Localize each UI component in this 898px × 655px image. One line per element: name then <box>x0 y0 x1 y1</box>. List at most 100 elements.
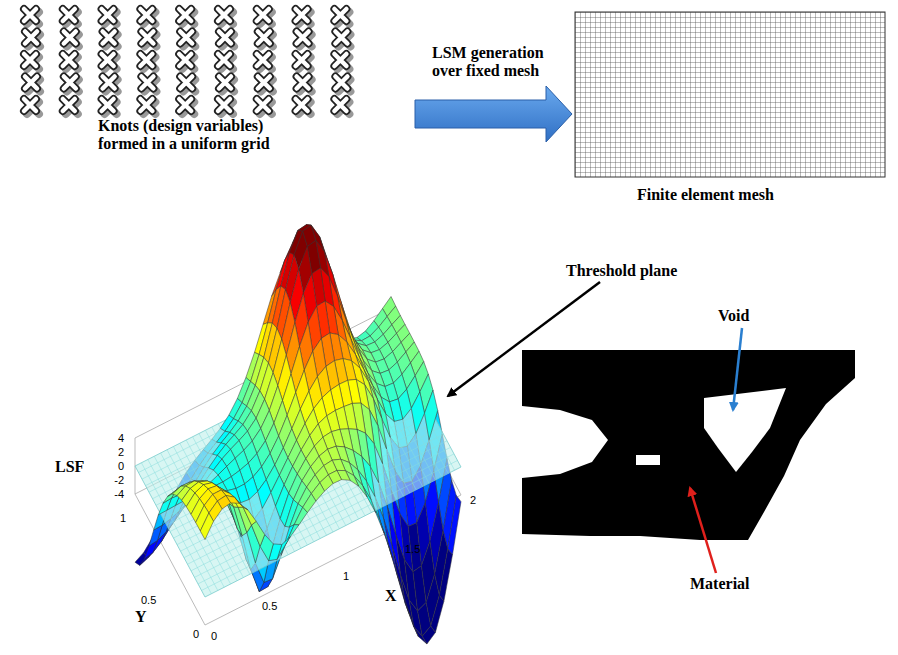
knot-symbol <box>64 32 76 44</box>
knot-symbol <box>180 32 192 44</box>
knot-symbol <box>335 77 347 89</box>
knot-symbol <box>180 32 192 44</box>
surface-patch <box>258 480 271 509</box>
knot-symbol <box>141 77 153 89</box>
knot-symbol <box>180 77 192 89</box>
leader-arrow <box>448 282 600 396</box>
knot-symbol <box>63 9 75 21</box>
knot-symbol <box>141 32 153 44</box>
topology-shape <box>522 350 855 540</box>
knot-symbol <box>25 32 37 44</box>
knot-symbol <box>296 99 308 111</box>
knot-symbol <box>25 32 37 44</box>
tick-label: 0.5 <box>262 600 277 613</box>
finite-element-mesh <box>575 12 885 177</box>
knot-symbol <box>140 9 152 21</box>
grid-caption: Knots (design variables) formed in a uni… <box>98 117 313 154</box>
knot-symbol <box>257 99 269 111</box>
knot-symbol <box>103 77 115 89</box>
knot-symbol <box>335 77 347 89</box>
tick-label: 2 <box>470 494 476 507</box>
knot-symbol <box>24 99 36 111</box>
tick-label: 1 <box>120 512 126 525</box>
knot-symbol <box>296 99 308 111</box>
knot-symbol <box>179 54 191 66</box>
surface-patch <box>431 595 444 632</box>
knot-symbol <box>179 99 191 111</box>
plane-grid <box>191 441 447 571</box>
tick-label: 0 <box>193 628 199 641</box>
knot-symbol <box>103 77 115 89</box>
tick-label: 0 <box>118 460 124 473</box>
mesh-ground <box>575 12 885 177</box>
plane-grid <box>170 402 426 532</box>
knot-symbol <box>258 77 270 89</box>
knot-symbol <box>334 9 346 21</box>
knot-symbol <box>297 32 309 44</box>
knot-symbol <box>102 9 114 21</box>
threshold-plane <box>135 336 461 597</box>
surface-patch <box>439 549 452 601</box>
axis-title: Y <box>135 608 147 626</box>
knot-symbol <box>297 77 309 89</box>
knot-symbol <box>141 32 153 44</box>
knot-symbol <box>258 77 270 89</box>
knot-symbol <box>258 32 270 44</box>
surface-patch <box>294 507 307 525</box>
knot-symbol <box>219 77 231 89</box>
knot-symbol <box>218 54 230 66</box>
knot-grid <box>24 9 350 114</box>
plane-grid <box>146 356 402 486</box>
leader-arrow <box>733 328 742 410</box>
knot-symbol <box>102 99 114 111</box>
knot-symbol <box>63 54 75 66</box>
knot-symbol <box>63 99 75 111</box>
knot-symbol <box>334 99 346 111</box>
knot-symbol <box>64 77 76 89</box>
knot-symbol <box>297 32 309 44</box>
axis-title: X <box>385 587 397 605</box>
knot-symbol <box>257 54 269 66</box>
plane-grid <box>184 428 440 558</box>
knot-symbol <box>257 54 269 66</box>
arrow-caption: LSM generation over fixed mesh <box>432 44 567 81</box>
knot-symbol <box>63 54 75 66</box>
tick-label: 0.5 <box>141 594 156 607</box>
knot-symbol <box>257 9 269 21</box>
knot-symbol <box>141 77 153 89</box>
surface-patch <box>425 390 438 440</box>
knot-symbol <box>140 99 152 111</box>
knot-symbol <box>102 54 114 66</box>
knot-symbol <box>25 77 37 89</box>
knot-symbol <box>219 32 231 44</box>
tick-label: 1.5 <box>405 543 420 556</box>
knot-symbol <box>218 99 230 111</box>
tick-label: -4 <box>114 488 124 501</box>
plane-grid <box>198 454 454 584</box>
knot-symbol <box>140 54 152 66</box>
plane-grid <box>202 460 458 590</box>
knot-symbol <box>24 9 36 21</box>
knot-symbol <box>334 54 346 66</box>
knot-symbol <box>103 32 115 44</box>
knot-symbol <box>258 32 270 44</box>
tick-label: 4 <box>118 432 124 445</box>
knot-symbol <box>24 99 36 111</box>
knot-symbol <box>24 54 36 66</box>
callout-label: Void <box>718 307 749 325</box>
knot-symbol <box>335 32 347 44</box>
knot-symbol <box>64 32 76 44</box>
surface-patch <box>235 497 248 510</box>
knot-symbol <box>24 9 36 21</box>
leader-arrow <box>690 488 716 573</box>
knot-symbol <box>218 99 230 111</box>
knot-symbol <box>179 9 191 21</box>
knot-symbol <box>180 77 192 89</box>
axis-line <box>135 308 391 438</box>
plane-grid <box>177 415 433 545</box>
surface-patch <box>411 392 424 433</box>
knot-symbol <box>140 9 152 21</box>
knot-symbol <box>63 99 75 111</box>
knot-symbol <box>24 54 36 66</box>
knot-symbol <box>64 77 76 89</box>
